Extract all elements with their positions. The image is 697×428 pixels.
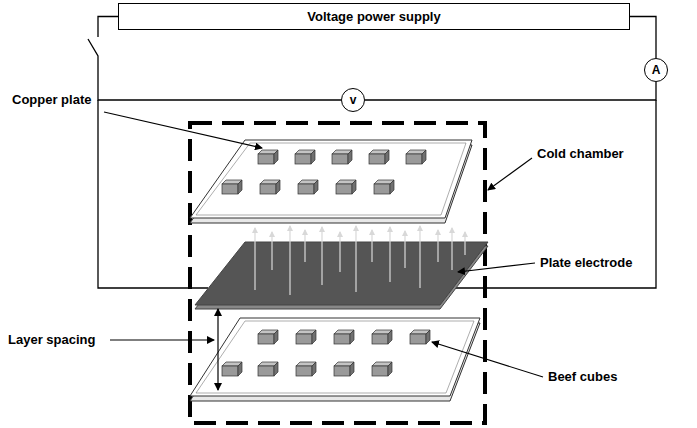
node-text: v [350, 93, 357, 107]
copper-plate [190, 140, 472, 223]
part-label: Copper plate [12, 92, 91, 107]
ammeter-symbol: A [644, 58, 668, 82]
part-label: Cold chamber [537, 146, 624, 161]
beef-cube [222, 150, 426, 194]
plate-electrode [195, 242, 488, 309]
voltmeter-symbol: v [341, 88, 365, 112]
beef-cube [222, 330, 430, 376]
part-label: Beef cubes [548, 369, 617, 384]
power-supply-box: Voltage power supply [118, 3, 630, 30]
field-arrow [255, 226, 465, 295]
copper-plate [190, 318, 480, 401]
circuit-wire [365, 82, 656, 100]
circuit-wire [630, 17, 656, 59]
leader-line [104, 112, 543, 377]
part-label: Layer spacing [8, 332, 95, 347]
node-text: A [652, 63, 661, 77]
part-label: Plate electrode [540, 255, 633, 270]
dimension-arrow [217, 309, 218, 390]
node-text: Voltage power supply [307, 9, 440, 24]
